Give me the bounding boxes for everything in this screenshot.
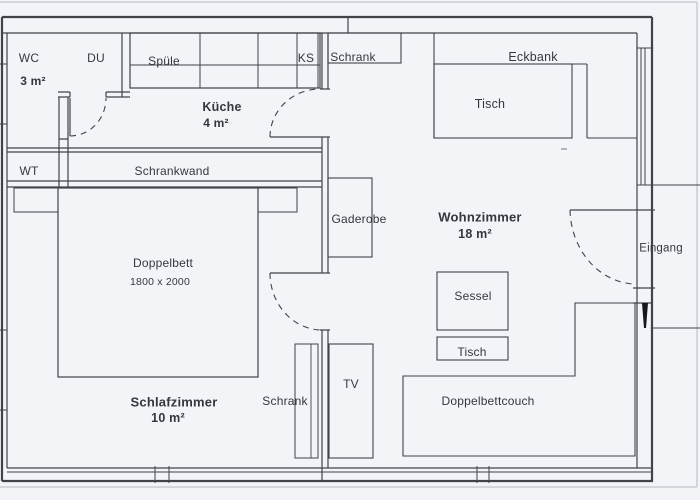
wc-door-swing-arc — [69, 97, 107, 137]
dining-table-box — [433, 63, 573, 139]
label-shower-du: DU — [87, 51, 105, 65]
room-label-livingroom: Wohnzimmer — [438, 209, 522, 225]
room-area-livingroom: 18 m² — [458, 226, 492, 241]
entrance-door-swing-arc — [569, 209, 634, 285]
label-dining-table: Tisch — [474, 96, 506, 111]
exterior-wall-outline — [0, 15, 654, 483]
entrance-landing-lines — [637, 184, 700, 329]
partition-walls — [7, 33, 330, 481]
label-tv: TV — [343, 377, 359, 391]
armchair-box — [436, 271, 509, 331]
label-corner-bench: Eckbank — [508, 49, 558, 64]
label-sofa-bed: Doppelbettcouch — [441, 394, 535, 408]
room-label-kitchen: Küche — [202, 99, 242, 114]
bedroom-wardrobe-box — [294, 343, 319, 459]
bedroom-door-swing-arc — [269, 272, 323, 331]
label-double-bed: Doppelbett — [132, 256, 194, 270]
label-coffee-table: Tisch — [457, 345, 487, 359]
label-garderobe: Gaderobe — [331, 212, 387, 226]
kitchen-door-swing-arc — [269, 88, 321, 138]
double-bed-box — [57, 187, 259, 378]
sofa-bed-outline — [402, 302, 636, 457]
label-wardrobe-wall: Schrankwand — [134, 164, 210, 178]
room-area-wc: 3 m² — [20, 74, 46, 88]
bedroom-wardrobe-outline — [294, 343, 319, 459]
door-leaf-lines — [69, 98, 655, 304]
wall-pen-mark — [642, 303, 648, 328]
kitchen-counter-outline — [129, 32, 321, 89]
label-sink-spuele: Spüle — [148, 54, 180, 68]
tv-cabinet-box — [328, 343, 374, 459]
label-bedroom-wardrobe: Schrank — [262, 394, 308, 408]
page-edge-line — [0, 1, 698, 488]
wardrobe-garderobe-box — [327, 177, 373, 258]
label-entrance: Eingang — [639, 242, 683, 255]
nightstand-right-box — [257, 187, 298, 213]
label-fridge-ks: KS — [297, 51, 315, 65]
room-area-bedroom: 10 m² — [151, 410, 185, 425]
label-wt: WT — [19, 164, 39, 178]
kitchen-counter — [129, 32, 321, 89]
room-area-kitchen: 4 m² — [203, 116, 229, 130]
label-bed-dimensions: 1800 x 2000 — [129, 275, 191, 288]
nightstand-left-box — [13, 187, 59, 213]
room-label-bedroom: Schlafzimmer — [130, 394, 218, 410]
window-glazing-lines — [0, 47, 653, 483]
room-label-wc: WC — [18, 51, 40, 65]
corner-bench-lines — [433, 33, 637, 139]
label-livingroom-cupboard: Schrank — [330, 50, 376, 64]
label-armchair: Sessel — [454, 289, 492, 303]
livingroom-cupboard-box — [327, 32, 402, 64]
coffee-table-box — [436, 336, 509, 361]
kitchen-counter-dividers — [130, 33, 320, 88]
